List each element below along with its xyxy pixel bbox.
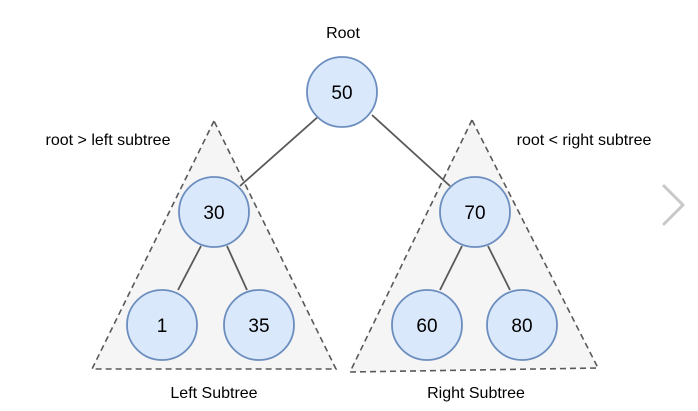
edge-70-80 [487, 245, 511, 291]
root-caption: Root [326, 25, 360, 42]
node-right-left-value: 60 [416, 316, 437, 337]
edge-30-1 [177, 245, 202, 291]
node-left-right-value: 35 [248, 316, 269, 337]
edge-50-70 [371, 114, 451, 187]
node-left-left-value: 1 [157, 316, 168, 337]
edge-50-30 [239, 114, 321, 187]
edge-70-60 [439, 245, 463, 291]
chevron-right-icon[interactable] [650, 180, 690, 230]
node-right-right: 80 [486, 289, 558, 361]
edge-30-35 [226, 245, 248, 291]
node-right: 70 [439, 176, 511, 248]
node-root-value: 50 [331, 83, 352, 104]
node-left: 30 [178, 176, 250, 248]
node-root: 50 [306, 56, 378, 128]
node-right-value: 70 [464, 203, 485, 224]
left-subtree-caption: Left Subtree [170, 385, 257, 402]
node-left-value: 30 [203, 203, 224, 224]
left-rule-caption: root > left subtree [46, 132, 171, 149]
node-right-right-value: 80 [511, 316, 532, 337]
right-subtree-caption: Right Subtree [427, 385, 525, 402]
node-left-left: 1 [126, 289, 198, 361]
right-rule-caption: root < right subtree [517, 132, 652, 149]
node-right-left: 60 [391, 289, 463, 361]
node-left-right: 35 [223, 289, 295, 361]
